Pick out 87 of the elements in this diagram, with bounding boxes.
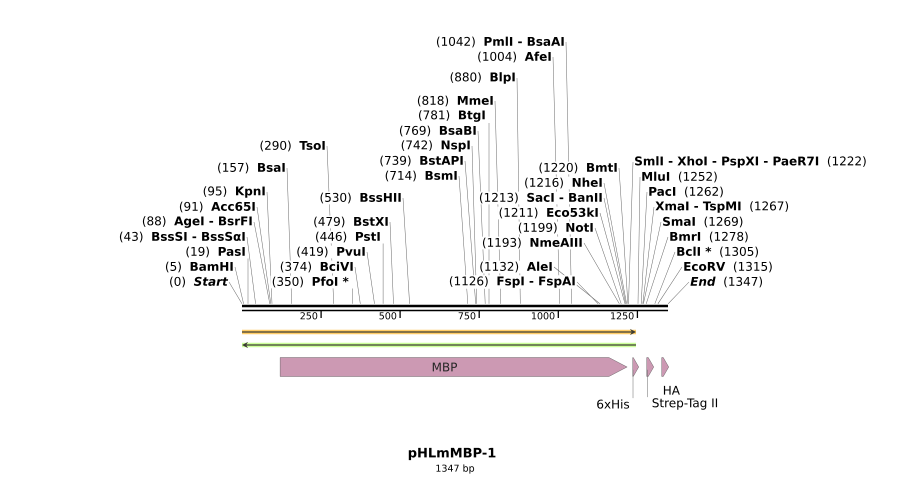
leader-line [658,266,682,304]
leader-line [638,176,640,304]
site-label: (880) BlpI [448,71,517,85]
leader-line [352,288,353,304]
scale-tick: 250 [300,311,322,320]
site-label: (350) PfoI * [270,276,350,288]
leader-line [382,243,384,304]
site-label: (1216) NheI [523,176,604,190]
feature-label: 6xHis [597,399,630,409]
site-label: EcoRV (1315) [682,260,774,274]
site-label: (19) PasI [184,246,247,258]
leader-line [647,369,648,398]
site-label: (0) Start [168,276,229,288]
feature-label: Strep-Tag II [652,398,718,410]
site-label: (781) BtgI [416,109,487,123]
feature-label: HA [664,386,680,395]
site-label: (1193) NmeAIII [480,236,584,250]
site-label: SmaI (1269) [661,216,744,228]
map-title: pHLmMBP-1 [408,448,496,460]
site-label: MluI (1252) [640,170,719,184]
leader-line [366,252,375,304]
site-label: (479) BstXI [312,216,390,228]
leader-line [642,206,654,304]
site-label: (1213) SacI - BanII [478,192,604,204]
leader-line [458,176,468,304]
leader-line [228,282,242,304]
leader-line [646,236,668,304]
site-label: SmlI - XhoI - PspXI - PaeR7I (1222) [633,155,868,169]
site-label: (1042) PmlI - BsaAI [434,36,566,48]
sequence-bar [242,304,668,312]
leader-line [246,236,256,304]
site-label: (1220) BmtI [537,162,619,174]
leader-line [628,162,634,304]
site-label: BmrI (1278) [668,230,750,244]
tag-marker [632,357,639,377]
site-label: (714) BsmI [384,170,459,182]
leader-line [464,160,476,304]
tag-marker [662,357,669,377]
tag-marker [646,357,654,377]
leader-line [472,146,477,304]
site-label: (95) KpnI [202,185,267,199]
leader-line [594,228,622,304]
leader-line [254,222,270,304]
site-label: (742) NspI [400,139,472,153]
site-label: (290) TsoI [258,140,327,152]
leader-line [632,369,634,398]
leader-line [584,242,620,304]
leader-line [402,198,410,304]
leader-line [354,266,361,304]
leader-line [604,182,627,304]
site-label: (818) MmeI [416,94,495,108]
site-label: (1004) AfeI [476,50,553,64]
leader-line [234,266,244,304]
site-label: (1132) AleI [478,260,554,274]
site-label: (374) BciVI [278,260,355,274]
leader-line [618,168,628,304]
leader-line [576,282,598,304]
leader-line [668,282,690,304]
site-label: (419) PvuI [295,246,367,258]
site-label: (43) BssSI - BssSαI [118,230,247,244]
leader-line [643,222,662,304]
scale-tick: 500 [380,311,401,320]
site-label: End (1347) [689,276,764,288]
site-label: (769) BsaBI [398,124,478,138]
site-label: PacI (1262) [647,186,725,198]
sequence-length: 1347 bp [436,464,474,474]
leader-line [600,212,626,304]
scale-tick: 750 [458,311,480,320]
leader-line [604,198,626,304]
scale-tick: 1000 [532,311,559,320]
site-label: (88) AgeI - BsrFI [140,215,254,229]
leader-line [640,192,648,304]
site-label: (530) BssHII [318,192,403,204]
site-label: (446) PstI [314,230,382,244]
leader-line [256,206,272,304]
site-label: (1199) NotI [516,222,595,234]
site-label: BclI * (1305) [675,246,760,258]
site-label: (5) BamHI [164,260,235,274]
scale-tick: 1250 [611,311,638,320]
site-label: (91) Acc65I [178,200,257,214]
leader-line [390,222,394,304]
site-label: (1211) Eco53kI [498,206,600,220]
site-label: (739) BstAPI [378,154,465,168]
site-label: (157) BsaI [216,162,287,174]
site-label: (1126) FspI - FspAI [448,275,577,289]
site-label: XmaI - TspMI (1267) [654,200,790,214]
leader-line [654,252,676,304]
